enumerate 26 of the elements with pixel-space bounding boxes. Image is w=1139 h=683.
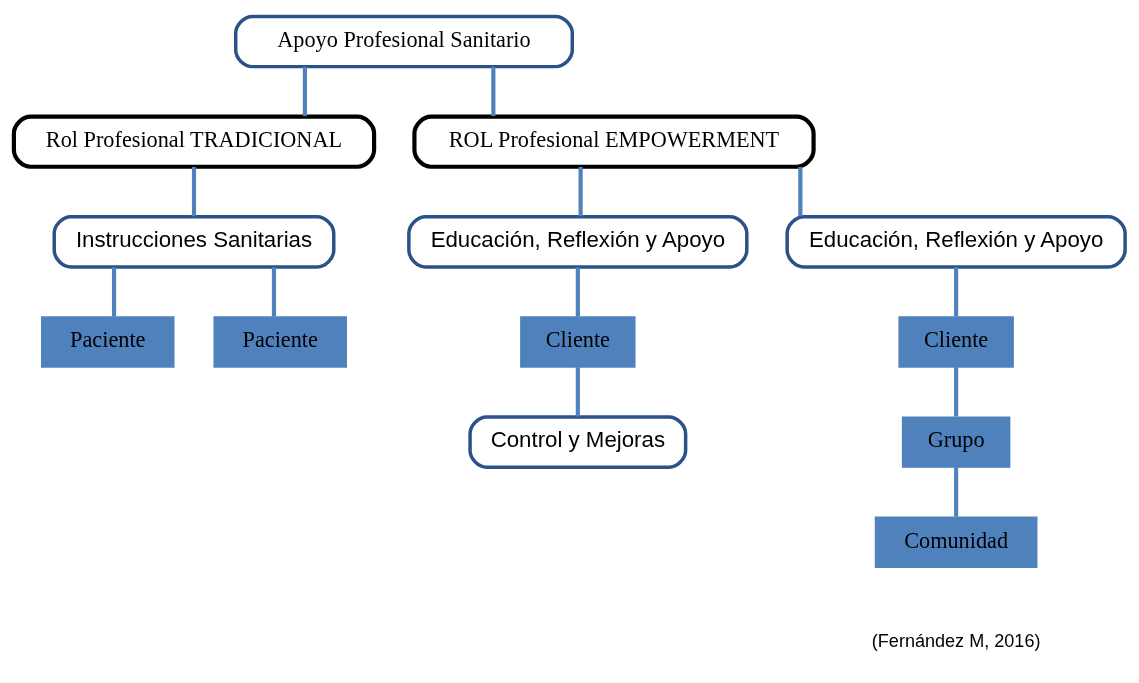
connector (954, 466, 959, 517)
connector (111, 266, 117, 316)
label: (Fernández M, 2016) (871, 630, 1041, 651)
node-box: Comunidad (874, 516, 1038, 568)
node-box: ROL Profesional EMPOWERMENT (412, 114, 816, 169)
connector (491, 66, 496, 116)
node-box: Rol Profesional TRADICIONAL (11, 114, 377, 169)
node-box: Apoyo Profesional Sanitario (234, 14, 574, 68)
node-box: Cliente (898, 315, 1014, 368)
connector (191, 166, 197, 216)
connector (575, 366, 580, 417)
node-box: Educación, Reflexión y Apoyo (407, 214, 749, 269)
connector (271, 266, 277, 316)
node-box: Educación, Reflexión y Apoyo (785, 214, 1127, 269)
node-box: Cliente (520, 315, 636, 368)
node-box: Control y Mejoras (468, 414, 688, 469)
connector (954, 266, 959, 316)
node-box: Grupo (901, 415, 1011, 468)
connector (798, 166, 803, 216)
connector (578, 166, 583, 216)
node-box: Paciente (213, 315, 347, 368)
connector (954, 366, 959, 417)
node-box: Paciente (41, 315, 175, 368)
node-box: Instrucciones Sanitarias (52, 214, 336, 269)
connector (575, 266, 580, 316)
connector (302, 66, 307, 116)
